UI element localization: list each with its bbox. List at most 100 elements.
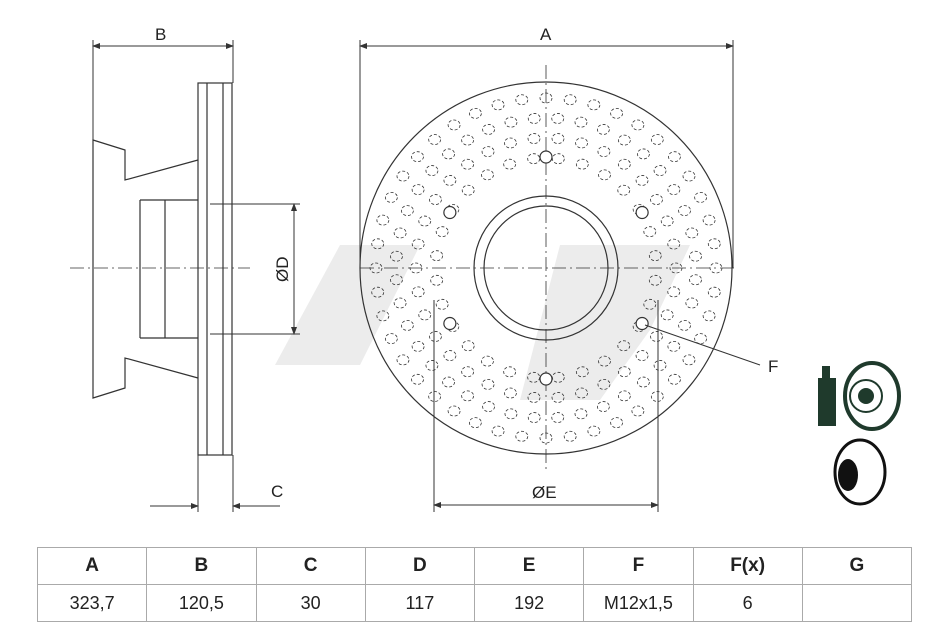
drilled-hole xyxy=(689,250,702,262)
drilled-hole xyxy=(678,320,691,331)
drilled-hole xyxy=(390,274,403,286)
value-cell: M12x1,5 xyxy=(583,584,694,622)
drilled-hole xyxy=(435,226,449,238)
drilled-hole xyxy=(425,165,439,176)
drilled-hole xyxy=(468,107,482,119)
drilled-hole xyxy=(574,116,588,128)
drilled-hole xyxy=(648,250,662,262)
drilled-hole xyxy=(587,425,601,437)
drilled-hole xyxy=(401,205,414,216)
drilled-hole xyxy=(694,191,708,203)
drilled-hole xyxy=(461,134,475,146)
bolt-hole xyxy=(635,205,649,220)
drilled-hole xyxy=(575,158,589,170)
drilled-hole xyxy=(643,226,657,238)
label-c: C xyxy=(271,482,283,501)
drilled-hole xyxy=(598,169,611,181)
drilled-hole xyxy=(418,215,432,227)
drilled-hole xyxy=(575,366,589,378)
drilled-hole xyxy=(482,401,495,412)
drilled-hole xyxy=(551,412,565,423)
drilled-hole xyxy=(396,170,410,182)
drilled-hole xyxy=(442,148,455,160)
bolt-hole xyxy=(539,150,553,164)
drilled-hole xyxy=(702,310,716,322)
drilled-hole xyxy=(411,286,425,298)
drilled-hole xyxy=(393,227,407,239)
value-cell xyxy=(801,584,913,622)
drilled-hole xyxy=(527,113,541,124)
value-cell: 6 xyxy=(692,584,803,622)
drilled-hole xyxy=(527,392,541,403)
value-cell: 120,5 xyxy=(146,584,257,622)
drilled-hole xyxy=(617,390,631,402)
label-e: ØE xyxy=(532,483,557,502)
drilled-hole xyxy=(650,134,664,145)
front-dimensions xyxy=(359,40,761,512)
drilled-hole xyxy=(461,366,475,378)
drilled-hole xyxy=(650,391,664,402)
drilled-hole xyxy=(597,378,611,390)
drilled-hole xyxy=(635,175,649,186)
drilled-hole xyxy=(527,133,541,144)
drilled-hole xyxy=(396,354,410,366)
drilled-hole xyxy=(637,148,650,160)
drilled-hole xyxy=(429,331,442,342)
drilled-hole xyxy=(411,340,425,352)
drilled-hole xyxy=(551,153,565,165)
value-cell: 30 xyxy=(255,584,366,622)
drilled-hole xyxy=(515,430,529,442)
drilled-hole xyxy=(575,387,588,399)
drilled-hole xyxy=(504,408,518,420)
drilled-hole xyxy=(650,194,663,205)
drilled-hole xyxy=(411,373,424,385)
value-cell: 323,7 xyxy=(36,584,148,622)
drilled-hole xyxy=(504,137,517,149)
drilled-hole xyxy=(575,137,588,149)
drilled-hole xyxy=(435,298,449,310)
drilled-hole xyxy=(401,320,414,331)
drilled-hole xyxy=(709,262,723,274)
drilled-hole xyxy=(371,238,385,250)
drilled-hole xyxy=(409,262,423,274)
header-cell: F(x) xyxy=(692,547,803,585)
table-header-row: A B C D E F F(x) G xyxy=(36,547,913,585)
drilled-hole xyxy=(430,274,444,286)
drilled-hole xyxy=(411,184,425,196)
drilled-hole xyxy=(551,392,565,403)
side-view xyxy=(70,82,250,456)
drilled-hole xyxy=(468,417,482,429)
value-cell: 117 xyxy=(364,584,476,622)
drilled-hole xyxy=(653,360,667,371)
drilled-hole xyxy=(503,366,517,378)
bolt-hole xyxy=(635,316,649,331)
drilled-hole xyxy=(527,412,541,423)
drilled-hole xyxy=(461,158,475,170)
header-cell: D xyxy=(364,547,476,585)
drilled-hole xyxy=(481,355,494,367)
drilled-hole xyxy=(481,169,494,181)
drilled-hole xyxy=(393,297,407,309)
drilled-hole xyxy=(574,408,588,420)
drilled-hole xyxy=(597,124,610,135)
drilled-hole xyxy=(685,227,699,239)
drilled-hole xyxy=(617,184,631,196)
drilled-hole xyxy=(429,194,442,205)
drilled-hole xyxy=(678,205,691,216)
drilled-hole xyxy=(617,340,631,352)
drilled-hole xyxy=(482,124,495,135)
drilled-hole xyxy=(491,99,505,111)
drilled-hole xyxy=(447,119,461,131)
drilled-hole xyxy=(669,262,683,274)
spray-can-disc-icon xyxy=(818,361,901,431)
header-cell: A xyxy=(36,547,148,585)
header-cell: B xyxy=(146,547,257,585)
drilled-hole xyxy=(707,286,721,298)
brake-disc-icon xyxy=(833,438,887,506)
value-cell: 192 xyxy=(473,584,585,622)
drilled-hole xyxy=(527,153,541,165)
bolt-hole xyxy=(443,316,457,331)
header-cell: E xyxy=(473,547,585,585)
drilled-hole xyxy=(461,340,475,352)
